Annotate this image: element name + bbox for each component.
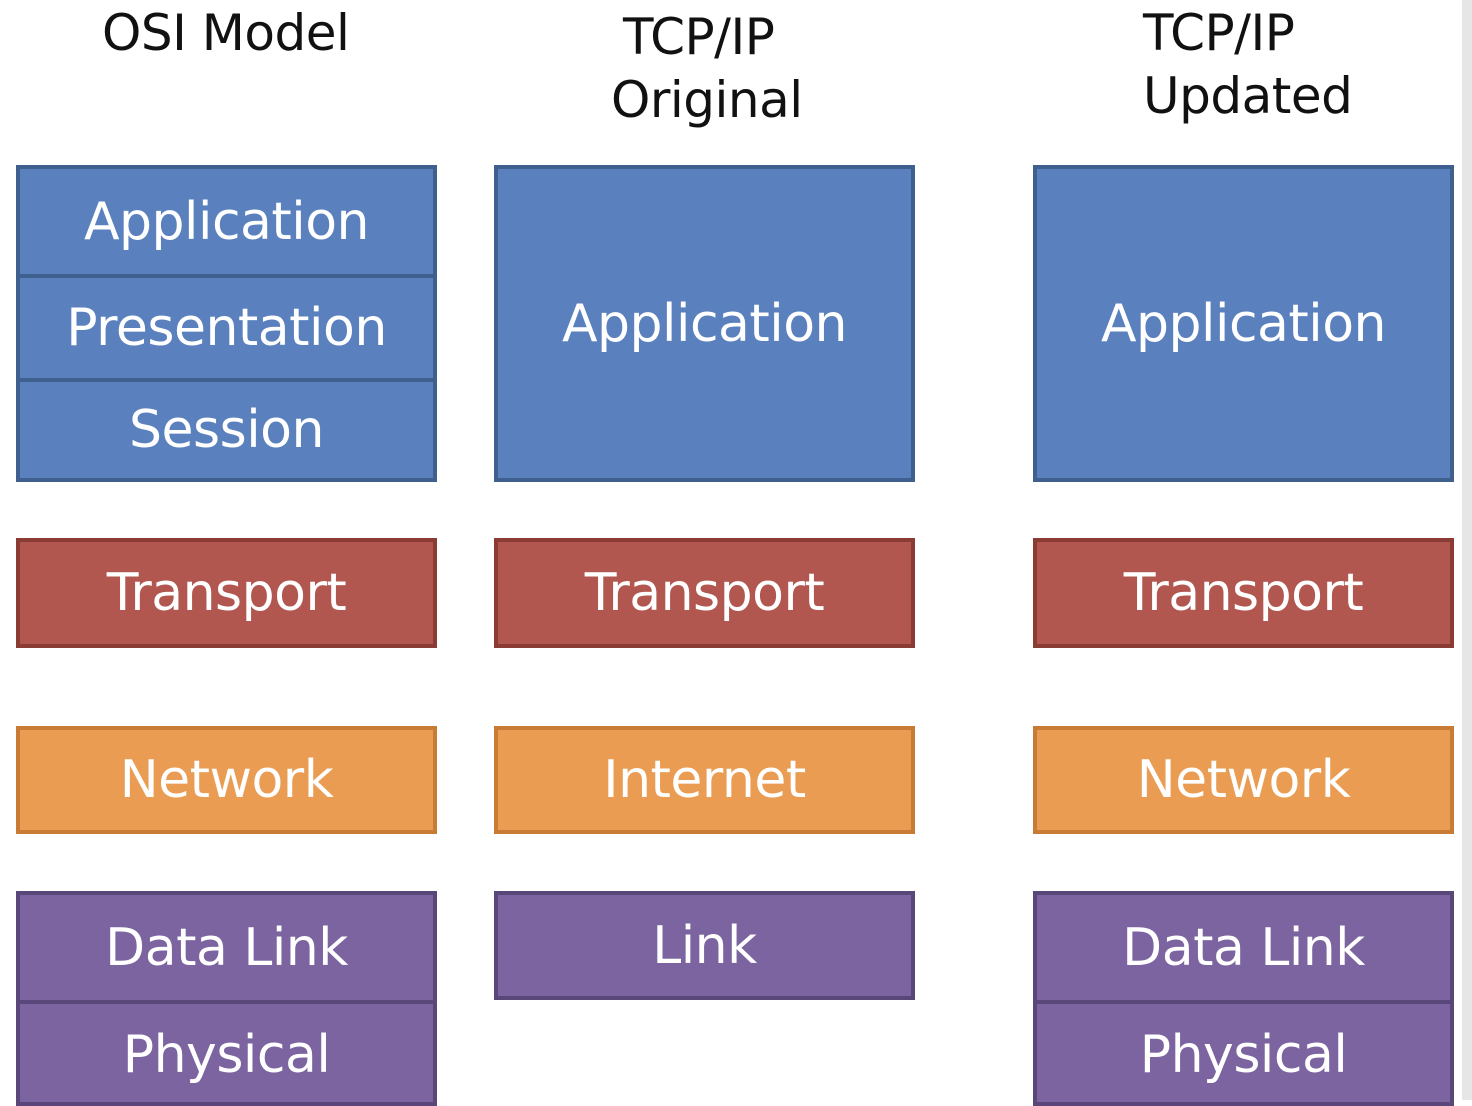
tcpip-updated-network-group: Network xyxy=(1033,726,1454,834)
layer-network: Network xyxy=(119,750,334,810)
column-title-line: Original xyxy=(611,71,803,129)
column-title-line: TCP/IP xyxy=(623,8,775,66)
osi-link-group: Data Link Physical xyxy=(16,891,437,1106)
layer-application: Application xyxy=(83,191,370,252)
tcpip-original-application-group: Application xyxy=(494,165,915,482)
layer-physical: Physical xyxy=(20,1000,433,1102)
layer-application: Application xyxy=(1100,293,1387,354)
tcpip-original-link-group: Link xyxy=(494,891,915,1000)
column-title-tcpip-updated: TCP/IP Updated xyxy=(1143,2,1353,128)
layer-network: Network xyxy=(1136,750,1351,810)
column-title-line: Updated xyxy=(1143,67,1353,125)
layer-data-link: Data Link xyxy=(1122,917,1365,978)
column-title-osi: OSI Model xyxy=(102,2,350,65)
tcpip-updated-link-group: Data Link Physical xyxy=(1033,891,1454,1106)
layer-session: Session xyxy=(20,378,433,478)
layer-physical: Physical xyxy=(1037,1000,1450,1102)
layer-presentation: Presentation xyxy=(20,274,433,378)
layer-link: Link xyxy=(652,915,757,976)
layer-application: Application xyxy=(561,293,848,354)
tcpip-original-transport-group: Transport xyxy=(494,538,915,648)
layer-transport: Transport xyxy=(106,563,347,623)
column-title-line: TCP/IP xyxy=(1143,4,1295,62)
osi-transport-group: Transport xyxy=(16,538,437,648)
osi-application-group: Application Presentation Session xyxy=(16,165,437,482)
layer-internet: Internet xyxy=(603,750,806,810)
tcpip-original-internet-group: Internet xyxy=(494,726,915,834)
column-title-line: OSI Model xyxy=(102,4,350,62)
tcpip-updated-transport-group: Transport xyxy=(1033,538,1454,648)
tcpip-updated-application-group: Application xyxy=(1033,165,1454,482)
layer-transport: Transport xyxy=(584,563,825,623)
osi-network-group: Network xyxy=(16,726,437,834)
column-title-tcpip-original: TCP/IP Original xyxy=(611,6,803,132)
page-right-edge xyxy=(1462,0,1472,1100)
layer-data-link: Data Link xyxy=(105,917,348,978)
layer-transport: Transport xyxy=(1123,563,1364,623)
